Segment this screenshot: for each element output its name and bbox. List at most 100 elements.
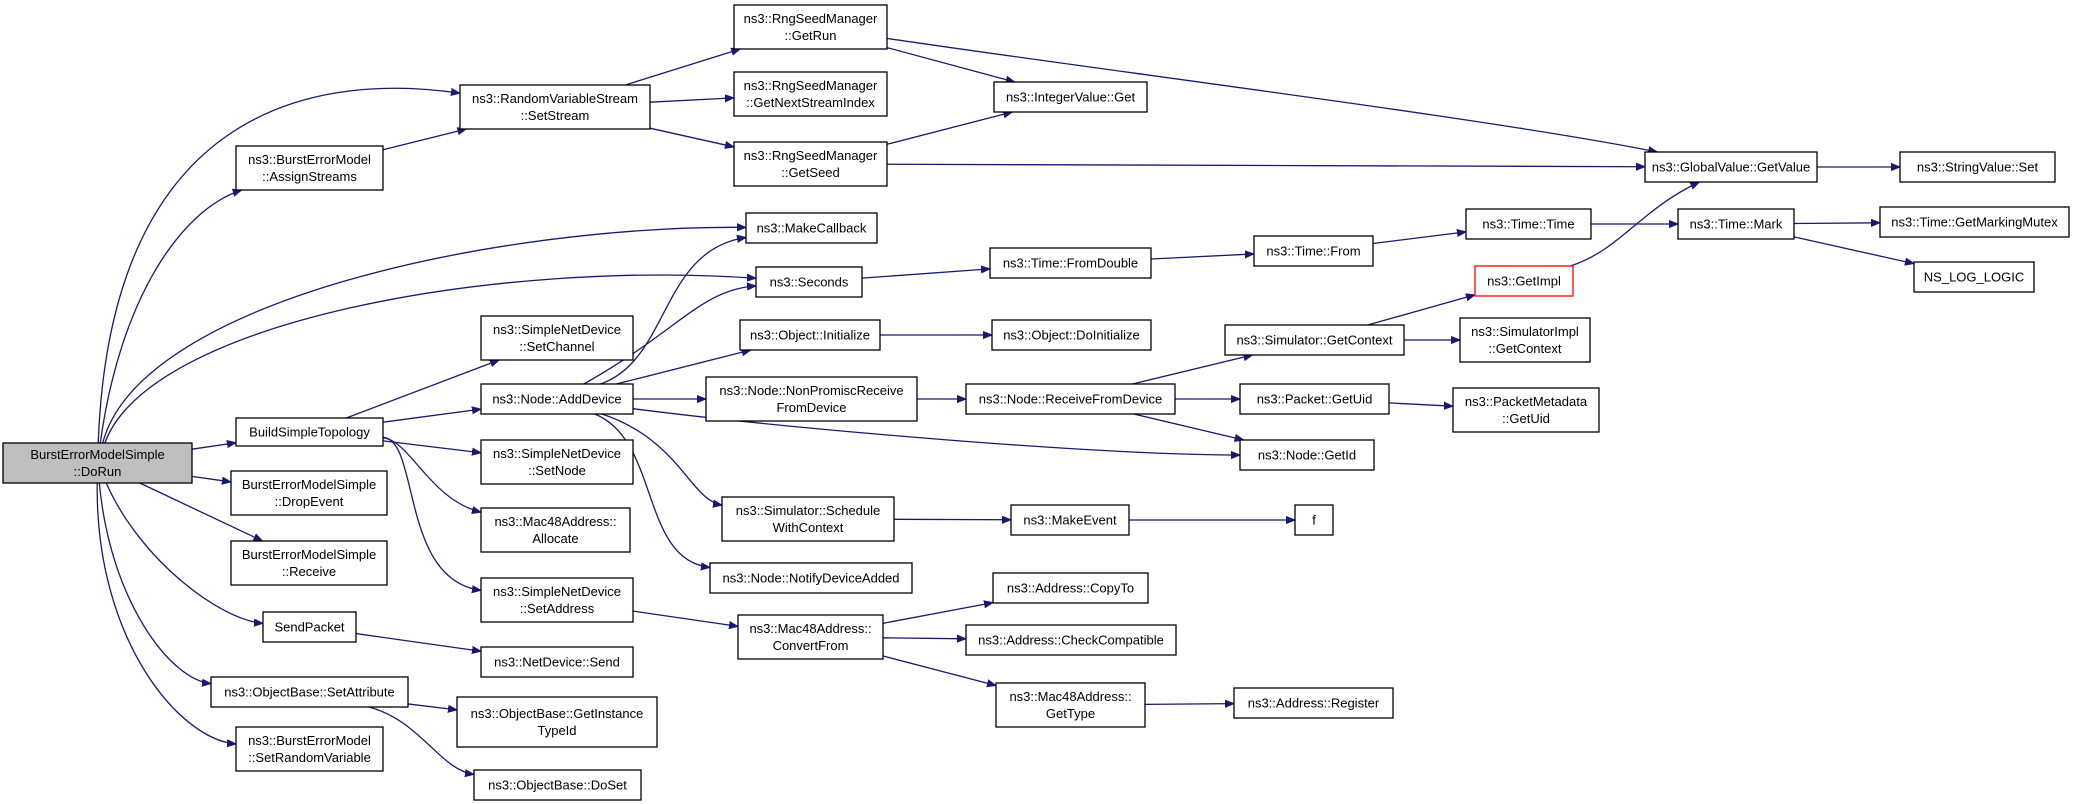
- function-node-nodeGetId[interactable]: ns3::Node::GetId: [1239, 439, 1375, 471]
- call-edge-getRun-to-integerValueGet: [886, 46, 1015, 82]
- node-label-line: ns3::MakeEvent: [1023, 513, 1117, 528]
- call-edge-root-to-sendPacket: [105, 482, 263, 623]
- function-node-getSeed[interactable]: ns3::RngSeedManager::GetSeed: [733, 141, 888, 187]
- function-node-objectBaseSetAttribute[interactable]: ns3::ObjectBase::SetAttribute: [210, 676, 409, 708]
- node-label-line: ::SetStream: [521, 108, 590, 123]
- call-edge-timeMark-to-getMarkingMutex: [1793, 223, 1880, 224]
- function-node-checkCompatible[interactable]: ns3::Address::CheckCompatible: [965, 624, 1177, 656]
- function-node-root[interactable]: BurstErrorModelSimple::DoRun: [2, 442, 193, 484]
- node-box: [456, 696, 658, 748]
- function-node-f[interactable]: f: [1294, 504, 1334, 536]
- call-edge-mac48GetType-to-addressRegister: [1144, 704, 1234, 705]
- function-node-objectInitialize[interactable]: ns3::Object::Initialize: [739, 319, 881, 351]
- function-node-netDeviceSend[interactable]: ns3::NetDevice::Send: [480, 646, 634, 678]
- node-label-line: ns3::Node::AddDevice: [492, 392, 621, 407]
- function-node-timeTime[interactable]: ns3::Time::Time: [1465, 208, 1592, 240]
- node-label-line: ns3::PacketMetadata: [1465, 394, 1588, 409]
- function-node-receiveFromDevice[interactable]: ns3::Node::ReceiveFromDevice: [965, 383, 1176, 415]
- function-node-makeEvent[interactable]: ns3::MakeEvent: [1010, 504, 1130, 536]
- node-box: [480, 315, 634, 361]
- function-node-assignStreams[interactable]: ns3::BurstErrorModel::AssignStreams: [235, 145, 384, 191]
- function-node-addressRegister[interactable]: ns3::Address::Register: [1233, 687, 1394, 719]
- call-edge-packetGetUid-to-packetMetadataGetUid: [1388, 403, 1453, 406]
- call-edge-root-to-buildSimpleTopology: [191, 443, 236, 450]
- node-label-line: ns3::Node::GetId: [1258, 448, 1356, 463]
- function-node-notifyDeviceAdded[interactable]: ns3::Node::NotifyDeviceAdded: [709, 562, 913, 594]
- function-node-addressCopyTo[interactable]: ns3::Address::CopyTo: [992, 572, 1149, 604]
- call-edge-mac48ConvertFrom-to-addressCopyTo: [882, 603, 993, 624]
- function-node-stringValueSet[interactable]: ns3::StringValue::Set: [1899, 151, 2056, 183]
- function-node-nsLogLogic[interactable]: NS_LOG_LOGIC: [1913, 261, 2035, 293]
- node-box: [1253, 235, 1374, 267]
- function-node-nodeAddDevice[interactable]: ns3::Node::AddDevice: [480, 383, 634, 415]
- node-box: [480, 507, 631, 553]
- function-node-setChannel[interactable]: ns3::SimpleNetDevice::SetChannel: [480, 315, 634, 361]
- node-label-line: BurstErrorModelSimple: [30, 447, 164, 462]
- call-edge-buildSimpleTopology-to-nodeAddDevice: [382, 409, 481, 423]
- call-edge-getSeed-to-integerValueGet: [886, 112, 1012, 145]
- node-label-line: ns3::Time::FromDouble: [1003, 256, 1138, 271]
- node-box: [1459, 317, 1591, 363]
- node-box: [2, 442, 193, 484]
- call-edge-timeFromDouble-to-timeFrom: [1150, 254, 1254, 260]
- node-label-line: ::SetRandomVariable: [248, 750, 371, 765]
- call-edge-objectBaseSetAttribute-to-objectBaseDoSet: [368, 706, 474, 774]
- node-label-line: ns3::Time::From: [1266, 244, 1360, 259]
- function-node-objectBaseDoSet[interactable]: ns3::ObjectBase::DoSet: [473, 769, 642, 801]
- node-label-line: TypeId: [537, 723, 576, 738]
- function-node-receive[interactable]: BurstErrorModelSimple::Receive: [230, 540, 388, 586]
- function-node-mac48ConvertFrom[interactable]: ns3::Mac48Address::ConvertFrom: [737, 614, 884, 660]
- node-box: [965, 383, 1176, 415]
- function-node-objectDoInitialize[interactable]: ns3::Object::DoInitialize: [991, 319, 1152, 351]
- function-node-mac48Allocate[interactable]: ns3::Mac48Address::Allocate: [480, 507, 631, 553]
- node-box: [745, 212, 878, 244]
- function-node-packetGetUid[interactable]: ns3::Packet::GetUid: [1239, 383, 1390, 415]
- function-node-mac48GetType[interactable]: ns3::Mac48Address::GetType: [995, 682, 1146, 728]
- node-box: [1677, 208, 1795, 240]
- function-node-sendPacket[interactable]: SendPacket: [262, 611, 357, 643]
- function-node-getMarkingMutex[interactable]: ns3::Time::GetMarkingMutex: [1879, 206, 2070, 238]
- function-node-simulatorImplGetContext[interactable]: ns3::SimulatorImpl::GetContext: [1459, 317, 1591, 363]
- function-node-seconds[interactable]: ns3::Seconds: [755, 266, 863, 298]
- function-node-timeFrom[interactable]: ns3::Time::From: [1253, 235, 1374, 267]
- call-edge-buildSimpleTopology-to-setChannel: [346, 360, 499, 419]
- function-node-setRandomVariable[interactable]: ns3::BurstErrorModel::SetRandomVariable: [235, 726, 384, 772]
- function-node-setNode[interactable]: ns3::SimpleNetDevice::SetNode: [480, 439, 634, 485]
- node-label-line: ::GetContext: [1489, 341, 1562, 356]
- node-box: [733, 71, 888, 117]
- function-node-integerValueGet[interactable]: ns3::IntegerValue::Get: [993, 81, 1148, 113]
- call-edge-receiveFromDevice-to-nodeGetId: [1133, 413, 1244, 440]
- function-node-buildSimpleTopology[interactable]: BuildSimpleTopology: [235, 417, 384, 447]
- function-node-simulatorGetContext[interactable]: ns3::Simulator::GetContext: [1224, 324, 1405, 356]
- node-box: [459, 84, 651, 130]
- function-node-packetMetadataGetUid[interactable]: ns3::PacketMetadata::GetUid: [1452, 387, 1600, 433]
- function-node-getNextStreamIndex[interactable]: ns3::RngSeedManager::GetNextStreamIndex: [733, 71, 888, 117]
- function-node-getRun[interactable]: ns3::RngSeedManager::GetRun: [733, 4, 888, 50]
- node-label-line: ::Receive: [282, 564, 336, 579]
- node-label-line: f: [1312, 513, 1316, 528]
- node-box: [1474, 265, 1574, 297]
- function-node-makeCallback[interactable]: ns3::MakeCallback: [745, 212, 878, 244]
- call-edge-root-to-setRandomVariable: [96, 482, 236, 744]
- node-label-line: ns3::Seconds: [770, 275, 849, 290]
- node-label-line: BurstErrorModelSimple: [242, 547, 376, 562]
- node-label-line: ns3::Mac48Address::: [749, 621, 871, 636]
- function-node-globalValueGetValue[interactable]: ns3::GlobalValue::GetValue: [1644, 151, 1818, 183]
- function-node-setAddress[interactable]: ns3::SimpleNetDevice::SetAddress: [480, 577, 634, 623]
- function-node-timeFromDouble[interactable]: ns3::Time::FromDouble: [989, 247, 1152, 279]
- node-box: [480, 646, 634, 678]
- node-label-line: ns3::Node::ReceiveFromDevice: [979, 392, 1163, 407]
- node-label-line: ns3::SimpleNetDevice: [493, 322, 621, 337]
- node-label-line: ns3::Time::Mark: [1690, 217, 1783, 232]
- node-label-line: ns3::SimpleNetDevice: [493, 584, 621, 599]
- function-node-setStream[interactable]: ns3::RandomVariableStream::SetStream: [459, 84, 651, 130]
- node-label-line: ns3::GlobalValue::GetValue: [1652, 160, 1811, 175]
- node-label-line: ns3::StringValue::Set: [1917, 160, 2039, 175]
- function-node-getImpl[interactable]: ns3::GetImpl: [1474, 265, 1574, 297]
- call-edge-nodeAddDevice-to-notifyDeviceAdded: [594, 413, 710, 567]
- function-node-dropEvent[interactable]: BurstErrorModelSimple::DropEvent: [230, 470, 388, 516]
- function-node-timeMark[interactable]: ns3::Time::Mark: [1677, 208, 1795, 240]
